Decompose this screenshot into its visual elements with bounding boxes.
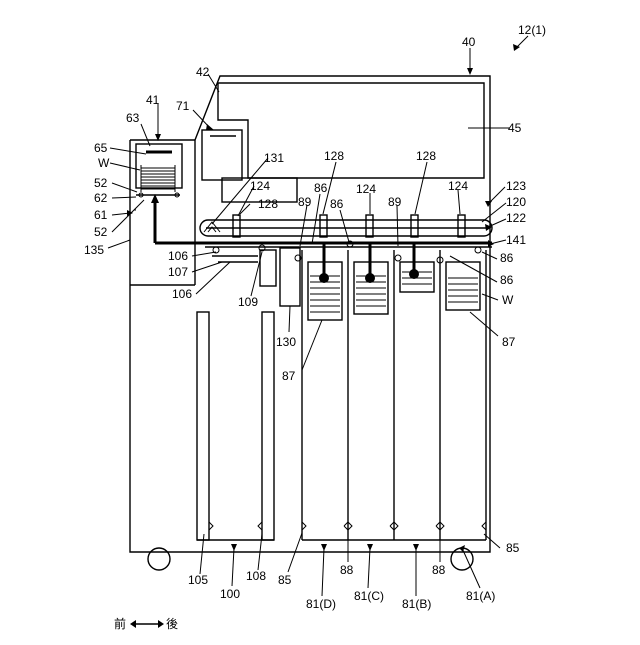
label-122: 122 [506,211,526,225]
label-40: 40 [462,35,476,49]
label-123: 123 [506,179,526,193]
label-45: 45 [508,121,522,135]
label-109: 109 [238,295,258,309]
label-89-a: 89 [298,195,312,209]
label-124-b: 124 [356,182,376,196]
direction-back: 後 [166,617,178,631]
label-85-a: 85 [506,541,520,555]
label-86-d: 86 [500,273,514,287]
unit-71 [202,130,242,180]
label-61: 61 [94,208,108,222]
label-86-a: 86 [314,181,328,195]
label-128-c: 128 [258,197,278,211]
label-120: 120 [506,195,526,209]
label-12-1: 12(1) [518,23,546,37]
label-135: 135 [84,243,104,257]
label-71: 71 [176,99,190,113]
label-106-b: 106 [172,287,192,301]
label-62: 62 [94,191,108,205]
label-87-b: 87 [282,369,296,383]
label-108: 108 [246,569,266,583]
label-52-b: 52 [94,225,108,239]
label-81a: 81(A) [466,589,495,603]
label-65: 65 [94,141,108,155]
label-105: 105 [188,573,208,587]
label-88-b: 88 [432,563,446,577]
transport-rail [200,215,492,237]
label-106-a: 106 [168,249,188,263]
label-131: 131 [264,151,284,165]
label-128-a: 128 [324,149,344,163]
label-124-a: 124 [250,179,270,193]
label-63: 63 [126,111,140,125]
label-85-b: 85 [278,573,292,587]
machine-frame [130,76,490,552]
label-w-left: W [98,156,110,170]
label-107: 107 [168,265,188,279]
label-41: 41 [146,93,160,107]
numeral-labels: 12(1) 40 42 41 71 45 63 65 W 52 62 61 52… [84,23,546,611]
unit-130 [280,248,300,306]
unit-41 [134,144,182,210]
label-124-c: 124 [448,179,468,193]
label-w-right: W [502,293,514,307]
label-130: 130 [276,335,296,349]
leader-lines [108,36,528,596]
label-89-b: 89 [388,195,402,209]
label-87-a: 87 [502,335,516,349]
label-42: 42 [196,65,210,79]
label-88-a: 88 [340,563,354,577]
label-81d: 81(D) [306,597,336,611]
label-141: 141 [506,233,526,247]
label-52-a: 52 [94,176,108,190]
label-81c: 81(C) [354,589,384,603]
direction-indicator: 前 後 [114,616,178,631]
label-86-b: 86 [330,197,344,211]
unit-109 [260,250,276,286]
label-86-c: 86 [500,251,514,265]
label-100: 100 [220,587,240,601]
label-81b: 81(B) [402,597,431,611]
label-128-b: 128 [416,149,436,163]
direction-front: 前 [114,616,126,631]
